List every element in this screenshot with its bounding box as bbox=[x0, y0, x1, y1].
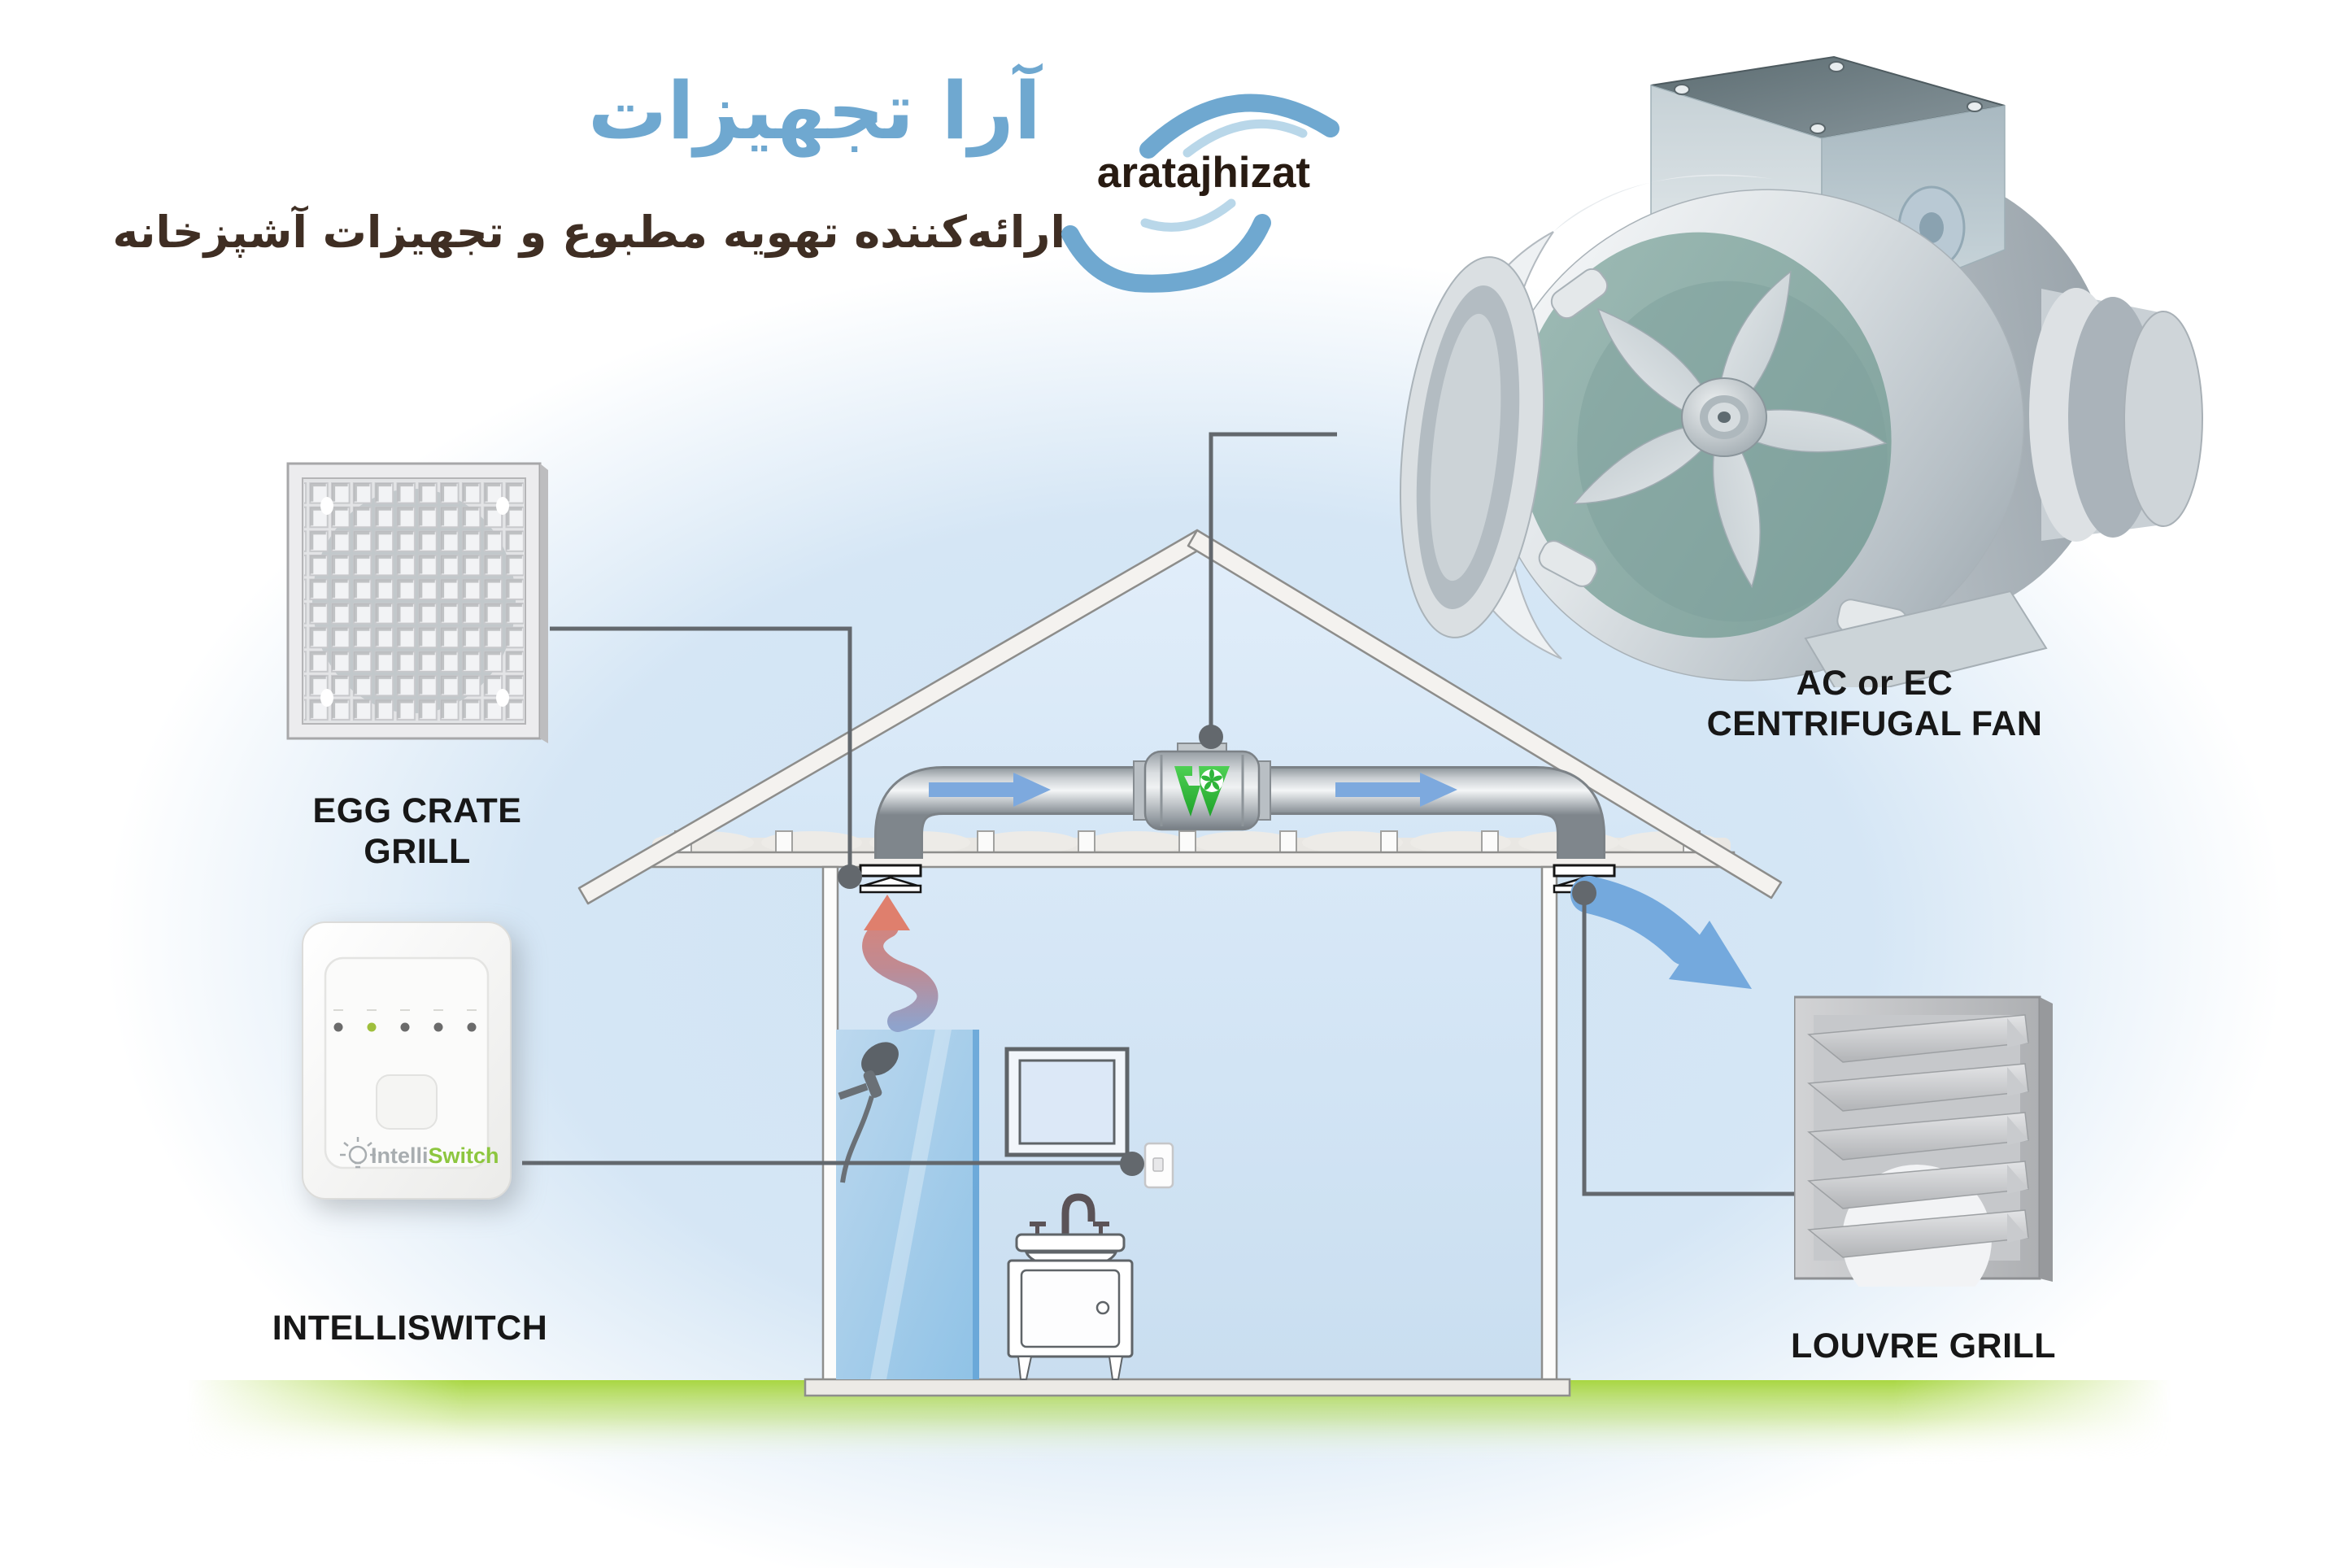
warm-air-spiral-icon bbox=[862, 895, 939, 1032]
centrifugal-fan-photo bbox=[1399, 55, 2203, 687]
connector-dot-icon bbox=[1120, 1152, 1144, 1176]
exhaust-arrow-icon bbox=[1570, 876, 1752, 989]
fan-v-logo-icon bbox=[1174, 766, 1230, 817]
connector-dot-icon bbox=[1572, 881, 1596, 905]
vanity-sink bbox=[1007, 1193, 1134, 1380]
junction-box-screws bbox=[1674, 61, 1983, 134]
egg-crate-grill-photo bbox=[286, 462, 548, 743]
brand-logo: aratajhizat bbox=[1057, 60, 1374, 312]
grill-screw-holes bbox=[320, 497, 509, 707]
connector-dot-icon bbox=[838, 865, 862, 889]
floor-slab bbox=[804, 1378, 1571, 1397]
led-indicators bbox=[333, 1009, 477, 1032]
logo-swirl-icon bbox=[1061, 94, 1339, 293]
faucet-icon bbox=[1061, 1193, 1095, 1236]
connector-fanphoto-to-ductfan bbox=[1209, 432, 1337, 737]
fan-outlet-duct bbox=[2029, 288, 2203, 542]
device-brand-switch: Switch bbox=[429, 1143, 499, 1168]
wall-right bbox=[1540, 865, 1558, 1383]
shower-head-icon bbox=[838, 1042, 899, 1183]
louvre-grill-label: LOUVRE GRILL bbox=[1790, 1326, 2057, 1365]
roof bbox=[577, 529, 1783, 905]
faucet-handles bbox=[1030, 1222, 1109, 1235]
centrifugal-fan-label: AC or EC CENTRIFUGAL FAN bbox=[1671, 663, 2078, 744]
duct-arrow-icon-right bbox=[1335, 773, 1457, 807]
shower bbox=[836, 1030, 979, 1379]
duct-arrow-icon-left bbox=[929, 773, 1051, 807]
louvre-grill-photo bbox=[1794, 995, 2053, 1287]
roof-right-slope bbox=[1187, 529, 1783, 899]
brand-title: آرا تجهیزات bbox=[587, 65, 1041, 157]
svg-text:IntelliSwitch: IntelliSwitch bbox=[371, 1143, 499, 1168]
intelliswitch-button bbox=[376, 1074, 438, 1130]
fan-inlet bbox=[1399, 174, 1773, 660]
fan-label-line2: CENTRIFUGAL FAN bbox=[1706, 704, 2043, 743]
callout-connectors bbox=[522, 432, 1794, 1196]
fan-mount-bracket bbox=[1804, 590, 2048, 687]
connector-vent-to-louvre bbox=[1582, 893, 1794, 1196]
logo-text: aratajhizat bbox=[1096, 149, 1311, 197]
wall-left bbox=[821, 865, 839, 1383]
bathroom-wall-switch bbox=[1143, 1142, 1174, 1189]
fan-label-line1: AC or EC bbox=[1796, 664, 1953, 703]
connector-dots bbox=[838, 725, 1596, 1176]
intelliswitch-photo: IntelliSwitch bbox=[302, 921, 512, 1200]
connector-eggcrate-to-vent bbox=[550, 626, 852, 877]
inline-duct-fan bbox=[1133, 743, 1271, 831]
intelliswitch-label: INTELLISWITCH bbox=[272, 1309, 548, 1348]
brand-subtitle: ارائه‌کننده تهویه مطبوع و تجهیزات آشپزخا… bbox=[112, 207, 1065, 258]
bulb-icon bbox=[340, 1137, 376, 1169]
device-brand-intelli: Intelli bbox=[371, 1143, 429, 1168]
mirror bbox=[1004, 1047, 1130, 1157]
connector-dot-icon bbox=[1199, 725, 1223, 749]
egg-crate-grill-label: EGG CRATE GRILL bbox=[312, 791, 522, 871]
fan-impeller bbox=[1516, 232, 1892, 638]
